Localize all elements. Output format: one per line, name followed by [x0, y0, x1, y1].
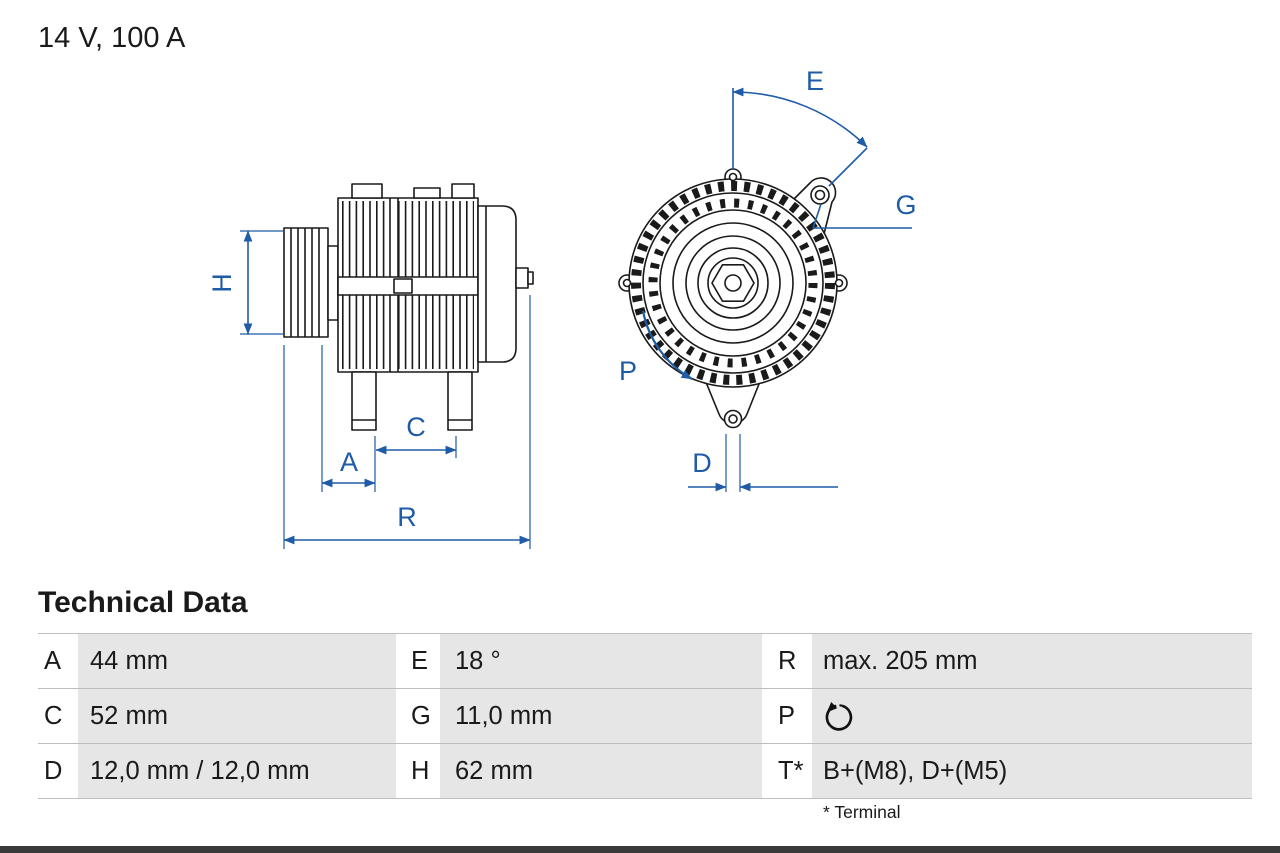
dimension-label-e: E: [806, 66, 824, 96]
pulley: [283, 227, 339, 338]
housing: [337, 183, 479, 373]
dimension-label-r: R: [397, 502, 417, 532]
technical-data-table: A 44 mm E 18 ° R max. 205 mm C 52 mm G 1…: [38, 633, 1252, 799]
technical-data-heading: Technical Data: [38, 586, 248, 619]
dimension-h: H: [207, 230, 284, 335]
dimension-label-c: C: [406, 412, 426, 442]
dimension-label-h: H: [207, 273, 237, 293]
dim-key: R: [762, 634, 812, 688]
dimension-r: R: [283, 295, 531, 549]
dimension-label-d: D: [692, 448, 712, 478]
dim-value: 44 mm: [78, 634, 396, 688]
table-row: D 12,0 mm / 12,0 mm H 62 mm T* B+(M8), D…: [38, 744, 1252, 799]
terminal-stud: [515, 267, 529, 289]
bottom-border: [0, 846, 1280, 853]
table-row: C 52 mm G 11,0 mm P: [38, 689, 1252, 744]
table-row: A 44 mm E 18 ° R max. 205 mm: [38, 634, 1252, 689]
rotation-counterclockwise-icon: [825, 702, 853, 731]
dim-key: D: [38, 744, 78, 798]
dim-value: max. 205 mm: [812, 634, 1252, 688]
dimension-a: A: [321, 345, 376, 492]
shaft-nut: [711, 263, 755, 303]
dim-key: E: [396, 634, 440, 688]
alternator-technical-drawing: H A C R E G P: [207, 66, 917, 549]
dim-value: 11,0 mm: [440, 689, 762, 743]
dim-value: 18 °: [440, 634, 762, 688]
dim-value: 62 mm: [440, 744, 762, 798]
dimension-c: C: [375, 412, 457, 458]
rotation-direction-cell: [812, 689, 1252, 743]
dim-key: G: [396, 689, 440, 743]
dim-key: C: [38, 689, 78, 743]
mounting-feet: [351, 371, 473, 431]
dimension-label-g: G: [895, 190, 916, 220]
dimensions: H A C R E G P: [207, 66, 917, 549]
dimension-e: E: [732, 66, 868, 187]
dimension-d: D: [688, 434, 838, 492]
rear-cover: [477, 205, 534, 363]
dim-value: 12,0 mm / 12,0 mm: [78, 744, 396, 798]
side-view: [283, 183, 534, 431]
front-view: [618, 168, 848, 429]
dim-value: 52 mm: [78, 689, 396, 743]
dimension-p: P: [619, 310, 693, 386]
dim-value: B+(M8), D+(M5): [812, 744, 1252, 798]
dim-key: H: [396, 744, 440, 798]
dim-key: A: [38, 634, 78, 688]
dimension-g: G: [812, 190, 917, 229]
dimension-label-a: A: [340, 447, 358, 477]
dim-key: T*: [762, 744, 812, 798]
dimension-label-p: P: [619, 356, 637, 386]
terminal-footnote: * Terminal: [823, 802, 901, 822]
dim-key: P: [762, 689, 812, 743]
spec-header: 14 V, 100 A: [38, 22, 186, 54]
